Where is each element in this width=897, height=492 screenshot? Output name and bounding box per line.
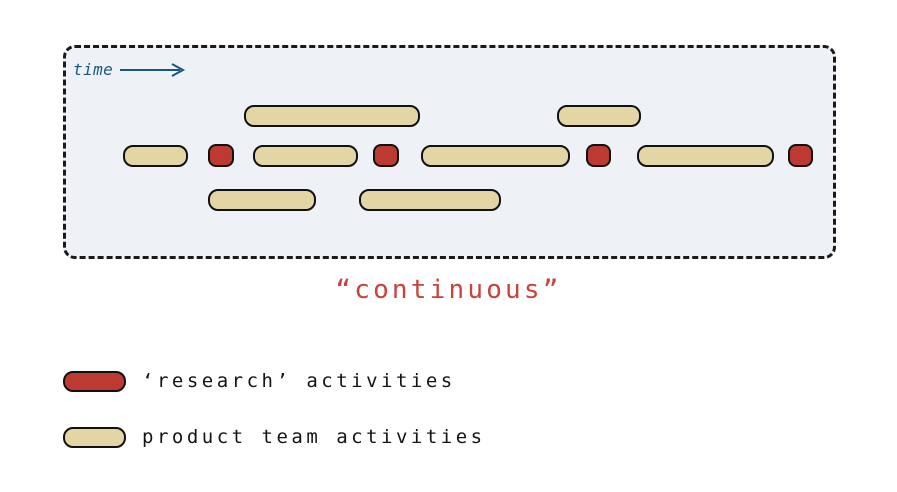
time-axis-label: time: [73, 61, 189, 79]
caption-continuous: “continuous”: [335, 275, 562, 305]
activity-rows: [66, 48, 833, 256]
research-activity-bar: [208, 144, 234, 167]
product-activity-bar: [123, 145, 188, 167]
product-activity-bar: [208, 189, 316, 211]
product-activity-bar: [359, 189, 501, 211]
product-activity-bar: [421, 145, 570, 167]
research-activity-bar: [373, 144, 399, 167]
product-activity-bar: [557, 105, 641, 127]
product-activity-bar: [253, 145, 358, 167]
time-arrow-icon: [120, 63, 186, 77]
research-activity-bar: [788, 144, 813, 167]
timeline-box: time: [63, 45, 836, 259]
research-activity-bar: [586, 144, 611, 167]
legend: ‘research’ activities product team activ…: [63, 369, 486, 449]
legend-label-research: ‘research’ activities: [142, 370, 456, 392]
research-swatch: [63, 370, 126, 392]
product-activity-bar: [637, 145, 774, 167]
product-swatch: [63, 426, 126, 448]
legend-item-product: product team activities: [63, 425, 486, 449]
product-activity-bar: [244, 105, 420, 127]
legend-label-product: product team activities: [142, 426, 486, 448]
legend-item-research: ‘research’ activities: [63, 369, 486, 393]
time-label-text: time: [73, 60, 114, 79]
